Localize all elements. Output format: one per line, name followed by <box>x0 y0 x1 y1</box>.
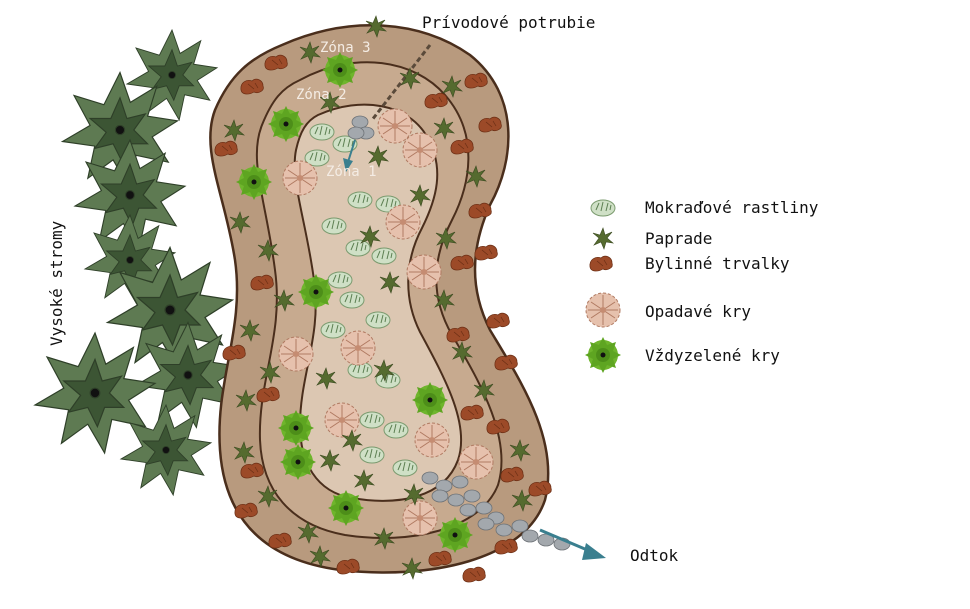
legend: Mokraďové rastliny Paprade Bylinné trval… <box>585 198 819 373</box>
perennial-herb-icon <box>589 255 613 272</box>
zone-2-label: Zóna 2 <box>296 87 347 103</box>
outflow-label: Odtok <box>630 546 679 565</box>
inflow-arrow-icon <box>343 139 356 172</box>
deciduous-shrub-icon <box>585 292 621 328</box>
inflow-pipe-label: Prívodové potrubie <box>422 13 595 32</box>
tall-trees-label: Vysoké stromy <box>47 220 66 346</box>
legend-item-wetland: Mokraďové rastliny <box>590 198 819 217</box>
evergreen-shrub-icon <box>585 337 621 373</box>
legend-item-deciduous: Opadavé kry <box>585 292 751 328</box>
legend-label: Mokraďové rastliny <box>645 198 819 217</box>
zone-3-label: Zóna 3 <box>320 40 371 56</box>
wetland-plant-icon <box>590 199 616 217</box>
legend-item-perennial: Bylinné trvalky <box>589 254 790 273</box>
fern-icon <box>592 227 614 250</box>
legend-label: Vždyzelené kry <box>645 346 780 365</box>
legend-label: Bylinné trvalky <box>645 254 790 273</box>
rain-garden: Zóna 3 Zóna 2 Zóna 1 <box>209 15 606 583</box>
legend-label: Paprade <box>645 229 712 248</box>
outflow-arrow-icon <box>539 528 606 560</box>
legend-label: Opadavé kry <box>645 302 751 321</box>
zone-1-label: Zóna 1 <box>326 164 377 180</box>
legend-item-evergreen: Vždyzelené kry <box>585 337 780 373</box>
legend-item-fern: Paprade <box>592 227 712 250</box>
